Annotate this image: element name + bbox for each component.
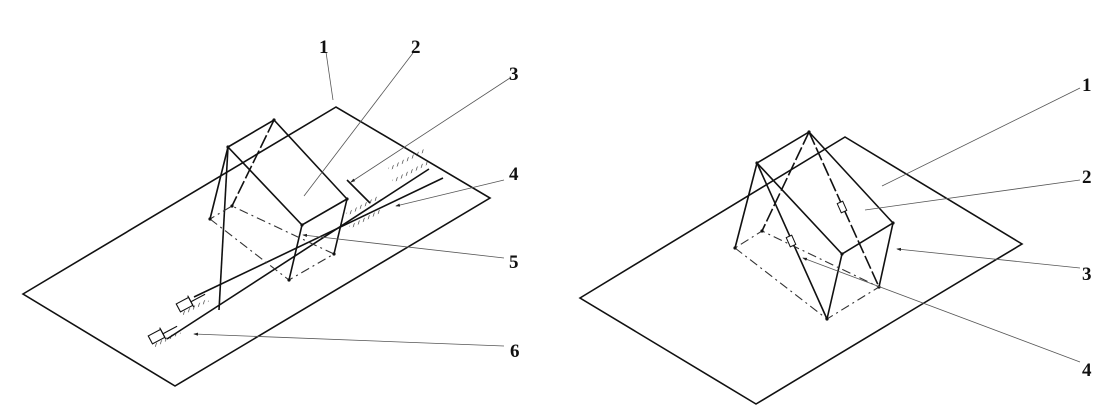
label-4: 4 bbox=[1082, 360, 1092, 381]
frame-structure bbox=[208, 118, 349, 311]
rails bbox=[166, 168, 444, 340]
label-4: 4 bbox=[509, 164, 519, 185]
leader-lines bbox=[802, 87, 1081, 363]
label-5: 5 bbox=[509, 252, 519, 273]
base-plane bbox=[21, 106, 492, 387]
actuator bbox=[785, 234, 797, 248]
label-6: 6 bbox=[510, 341, 520, 362]
frame-structure bbox=[733, 130, 895, 321]
actuator bbox=[836, 200, 848, 214]
base-plane bbox=[578, 136, 1024, 405]
left-figure: 1 2 3 4 5 6 bbox=[21, 37, 520, 387]
label-1: 1 bbox=[319, 37, 329, 58]
label-3: 3 bbox=[509, 64, 519, 85]
drive-carts bbox=[147, 293, 209, 348]
label-3: 3 bbox=[1082, 264, 1092, 285]
right-figure: 1 2 3 4 bbox=[578, 75, 1092, 405]
guide-blocks bbox=[346, 149, 429, 229]
label-2: 2 bbox=[1082, 167, 1092, 188]
leader-lines bbox=[193, 51, 511, 347]
label-1: 1 bbox=[1082, 75, 1092, 96]
label-2: 2 bbox=[411, 37, 421, 58]
